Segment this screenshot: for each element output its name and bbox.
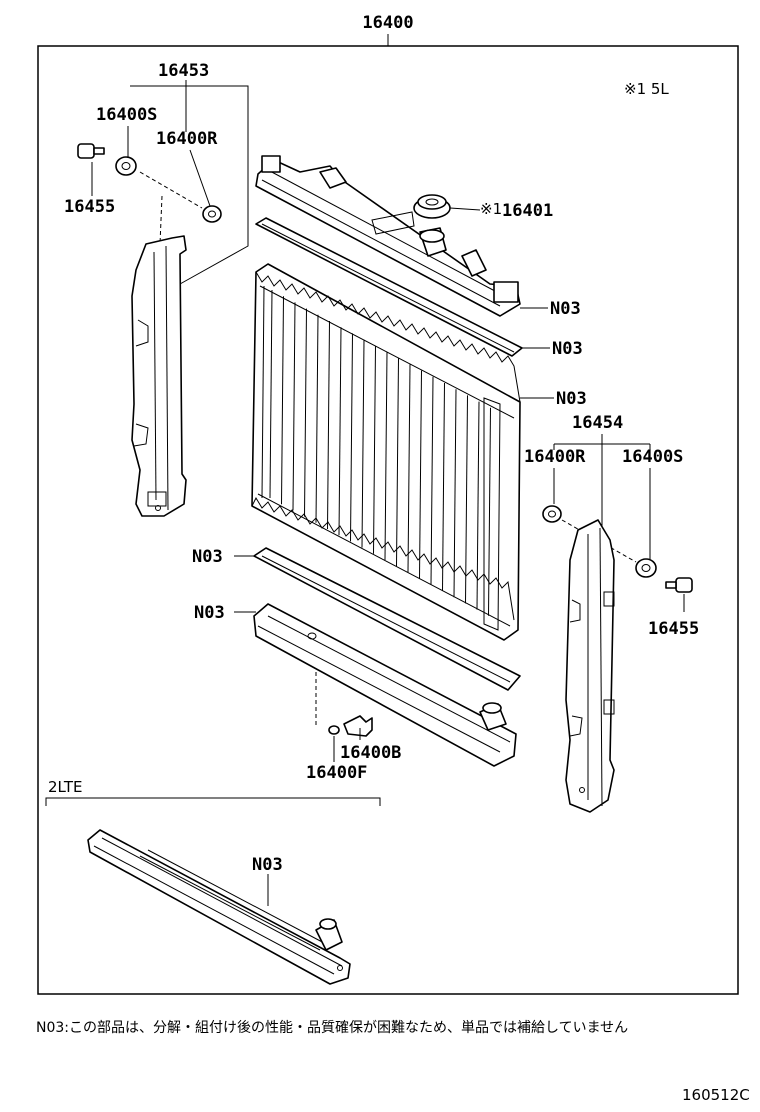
- label-engine-note: ※1 5L: [624, 80, 669, 98]
- core-tube: [327, 320, 330, 530]
- cushion-s-left-icon: [115, 156, 137, 176]
- core-tube: [442, 382, 445, 592]
- cushion-s-right-icon: [635, 558, 657, 578]
- label-cushion-r-right[interactable]: 16400R: [524, 447, 586, 467]
- core-tube: [350, 333, 353, 542]
- core-tube: [476, 401, 480, 610]
- core-tube: [396, 358, 399, 567]
- core-tube: [304, 308, 307, 517]
- label-drain-gasket[interactable]: 16400F: [306, 763, 367, 783]
- label-bolt-right[interactable]: 16455: [648, 619, 699, 639]
- core-tube: [488, 407, 491, 616]
- radiator-core-icon: [251, 263, 521, 641]
- core-tube: [338, 327, 342, 536]
- lower-gasket-icon: [253, 547, 521, 691]
- drain-cock-icon: [343, 715, 373, 737]
- label-assembly[interactable]: 16400: [362, 13, 413, 33]
- radiator-cap-icon: [413, 194, 451, 219]
- core-tube: [292, 302, 296, 511]
- core-tube: [384, 351, 388, 561]
- core-tube: [269, 289, 273, 499]
- label-n03-tank-lower[interactable]: N03: [194, 603, 225, 623]
- label-variant[interactable]: 2LTE: [48, 778, 82, 796]
- lower-tank-icon: [253, 603, 517, 767]
- label-n03-gasket-upper[interactable]: N03: [552, 339, 583, 359]
- label-cushion-s-left[interactable]: 16400S: [96, 105, 157, 125]
- label-cushion-r-left[interactable]: 16400R: [156, 129, 218, 149]
- variant-lower-tank-icon: [87, 829, 351, 985]
- core-tube: [281, 296, 284, 505]
- upper-tank-icon: [255, 155, 521, 317]
- label-bolt-left[interactable]: 16455: [64, 197, 115, 217]
- label-drain-cock[interactable]: 16400B: [340, 743, 401, 763]
- core-tube: [465, 395, 468, 604]
- core-tube: [407, 364, 411, 573]
- label-n03-variant-tank[interactable]: N03: [252, 855, 283, 875]
- label-n03-tank-upper[interactable]: N03: [550, 299, 581, 319]
- drain-gasket-icon: [328, 725, 340, 735]
- footnote-text: N03:この部品は、分解・組付け後の性能・品質確保が困難なため、単品では補給して…: [36, 1020, 628, 1036]
- label-n03-gasket-lower[interactable]: N03: [192, 547, 223, 567]
- bolt-right-icon: [665, 577, 693, 593]
- core-tube: [361, 339, 365, 548]
- bracket-left-icon: [131, 235, 187, 517]
- bracket-right-icon: [565, 519, 615, 813]
- bolt-left-icon: [77, 143, 105, 159]
- diagram-code: 160512C: [682, 1086, 750, 1104]
- core-tube: [453, 389, 457, 598]
- label-n03-core[interactable]: N03: [556, 389, 587, 409]
- core-tube: [430, 376, 434, 585]
- label-bracket-right[interactable]: 16454: [572, 413, 623, 433]
- cushion-r-right-icon: [542, 505, 562, 523]
- core-tube: [373, 345, 376, 554]
- label-bracket-left[interactable]: 16453: [158, 61, 209, 81]
- cushion-r-left-icon: [202, 205, 222, 223]
- core-tube: [419, 370, 422, 579]
- core-tube: [315, 314, 319, 523]
- label-cap-mark: ※1: [480, 200, 502, 218]
- label-cushion-s-right[interactable]: 16400S: [622, 447, 683, 467]
- label-cap[interactable]: 16401: [502, 201, 553, 221]
